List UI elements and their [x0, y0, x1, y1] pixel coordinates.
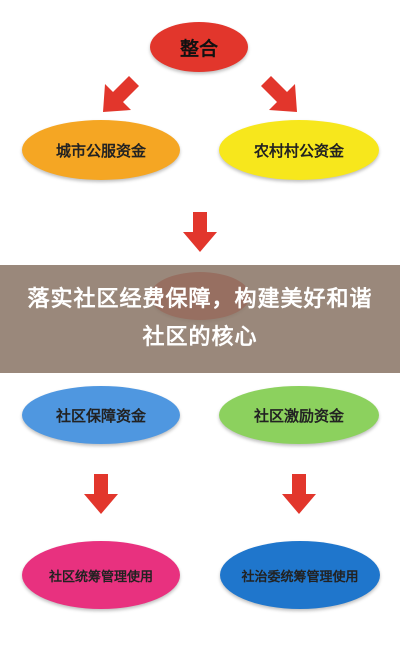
- node-community-unified-management: 社区统筹管理使用: [22, 541, 180, 609]
- node-integration: 整合: [150, 22, 248, 72]
- node-guarantee-label: 社区保障资金: [55, 406, 146, 425]
- node-unified-label: 社区统筹管理使用: [48, 569, 153, 585]
- node-city-label: 城市公服资金: [55, 141, 146, 160]
- arrow-down-right: [261, 76, 297, 112]
- node-committee-unified-management: 社治委统筹管理使用: [220, 541, 380, 609]
- banner-title: 落实社区经费保障，构建美好和谐社区的核心: [27, 287, 373, 350]
- title-banner: 落实社区经费保障，构建美好和谐社区的核心: [0, 265, 400, 373]
- node-community-guarantee-fund: 社区保障资金: [22, 386, 180, 444]
- arrow-down-left-lower: [84, 474, 118, 514]
- node-rural-label: 农村村公资金: [253, 141, 344, 160]
- arrow-down-left: [103, 76, 139, 112]
- node-committee-label: 社治委统筹管理使用: [241, 569, 359, 585]
- arrow-down-center: [183, 212, 217, 252]
- node-rural-public-fund: 农村村公资金: [219, 120, 379, 180]
- node-incentive-label: 社区激励资金: [253, 406, 344, 425]
- node-city-public-fund: 城市公服资金: [22, 120, 180, 180]
- arrow-down-right-lower: [282, 474, 316, 514]
- node-integration-label: 整合: [179, 37, 218, 60]
- node-community-incentive-fund: 社区激励资金: [219, 386, 379, 444]
